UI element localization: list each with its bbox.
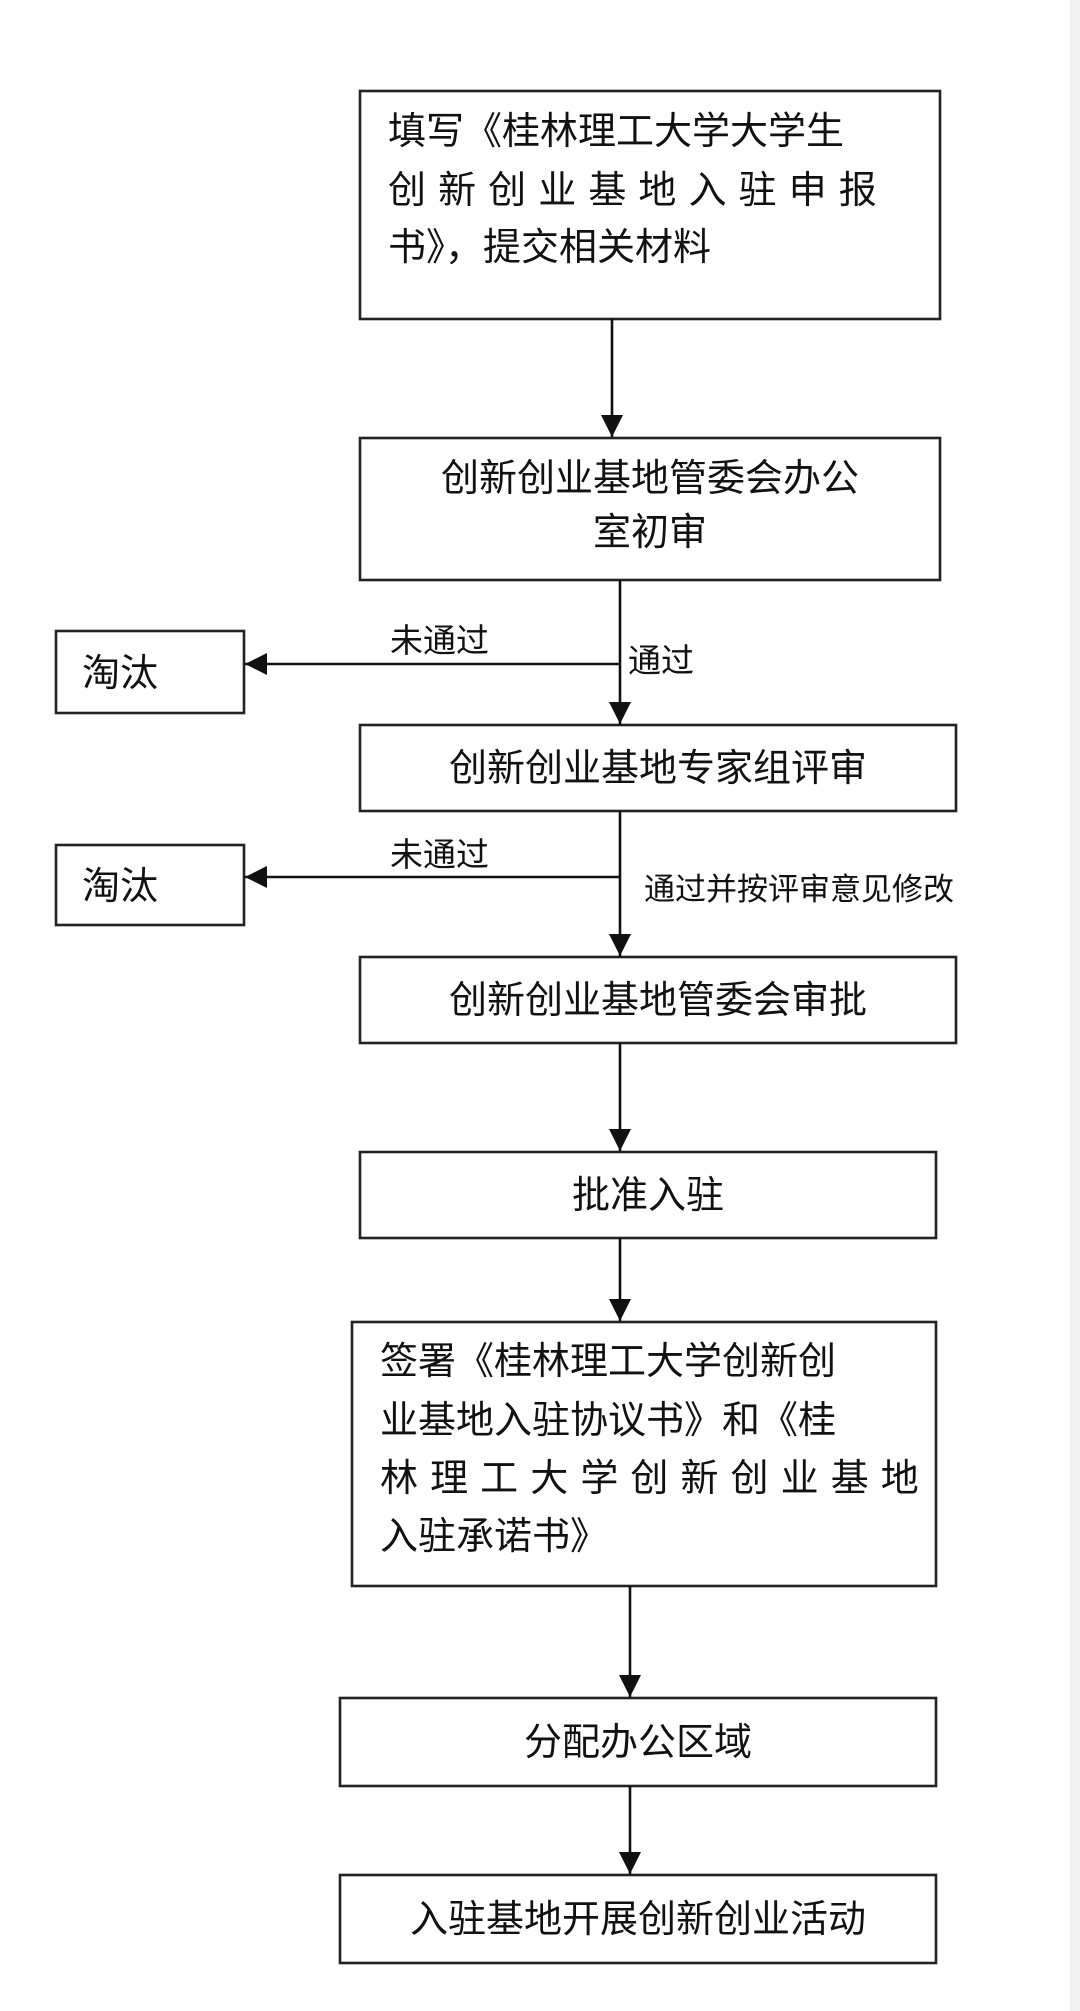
node-sign-line-2: 业基地入驻协议书》和《桂 <box>380 1398 836 1442</box>
node-reject-1-label: 淘汰 <box>82 651 158 695</box>
node-submit-line-3: 书》，提交相关材料 <box>388 225 711 269</box>
node-sign-line-1: 签署《桂林理工大学创新创 <box>380 1339 836 1383</box>
node-submit-line-2: 创 新 创 业 基 地 入 驻 申 报 <box>388 168 877 212</box>
node-activities: 入驻基地开展创新创业活动 <box>338 1873 938 1965</box>
node-approval-label: 创新创业基地管委会审批 <box>449 978 867 1022</box>
node-activities-label: 入驻基地开展创新创业活动 <box>410 1897 866 1941</box>
node-admit-label: 批准入驻 <box>572 1173 724 1217</box>
node-sign-line-4: 入驻承诺书》 <box>380 1514 608 1558</box>
node-reject-2: 淘汰 <box>54 843 246 927</box>
edge-label-pass-1: 通过 <box>628 641 694 680</box>
node-approval: 创新创业基地管委会审批 <box>358 955 958 1045</box>
node-sign-line-3: 林 理 工 大 学 创 新 创 业 基 地 <box>380 1456 919 1500</box>
node-sign-agreement: 签署《桂林理工大学创新创 业基地入驻协议书》和《桂 林 理 工 大 学 创 新 … <box>350 1320 938 1588</box>
edge-label-fail-1: 未通过 <box>390 621 489 660</box>
node-initial-review-line-1: 创新创业基地管委会办公 <box>441 456 859 500</box>
node-submit-line-1: 填写《桂林理工大学大学生 <box>388 109 844 153</box>
edge-label-pass-2: 通过并按评审意见修改 <box>644 872 954 908</box>
node-reject-2-label: 淘汰 <box>82 864 158 908</box>
page-right-edge-shade <box>1070 0 1080 2011</box>
edge-label-fail-2: 未通过 <box>390 835 489 874</box>
node-reject-1: 淘汰 <box>54 629 246 715</box>
node-expert-review: 创新创业基地专家组评审 <box>358 723 958 813</box>
node-assign-office: 分配办公区域 <box>338 1696 938 1788</box>
node-initial-review-line-2: 室初审 <box>593 510 707 554</box>
node-admit: 批准入驻 <box>358 1150 938 1240</box>
node-expert-review-label: 创新创业基地专家组评审 <box>449 746 867 790</box>
node-submit-application: 填写《桂林理工大学大学生 创 新 创 业 基 地 入 驻 申 报 书》，提交相关… <box>358 89 942 321</box>
node-initial-review: 创新创业基地管委会办公 室初审 <box>358 436 942 582</box>
node-assign-office-label: 分配办公区域 <box>524 1720 752 1764</box>
